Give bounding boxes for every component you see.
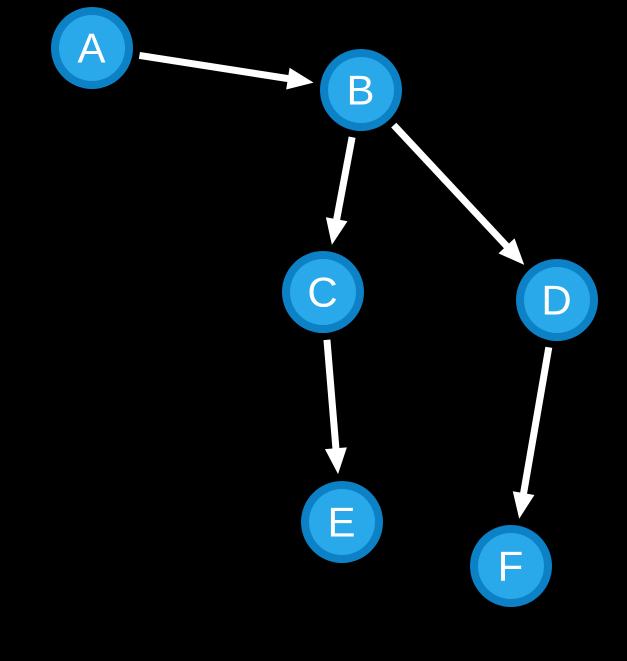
node-E[interactable]: E: [301, 481, 383, 563]
node-C[interactable]: C: [282, 251, 364, 333]
arrowhead-icon: [512, 491, 535, 519]
edge-line: [138, 51, 291, 83]
edge-A-B: [138, 51, 314, 90]
arrowhead-icon: [325, 217, 348, 245]
node-inner-circle: [524, 267, 590, 333]
arrowhead-icon: [324, 447, 347, 475]
node-label: B: [346, 67, 375, 114]
arrowhead-icon: [286, 67, 314, 90]
node-inner-circle: [328, 57, 394, 123]
node-inner-circle: [309, 489, 375, 555]
edge-line: [519, 346, 553, 496]
edge-D-F: [512, 346, 553, 519]
node-label: E: [327, 499, 356, 546]
edge-B-C: [325, 136, 356, 245]
node-label: A: [77, 25, 106, 72]
edge-line: [323, 339, 340, 451]
node-A[interactable]: A: [51, 7, 133, 89]
edge-B-D: [391, 122, 525, 265]
node-D[interactable]: D: [516, 259, 598, 341]
arrowhead-icon: [498, 238, 525, 265]
node-F[interactable]: F: [470, 525, 552, 607]
edge-line: [332, 136, 356, 222]
node-inner-circle: [290, 259, 356, 325]
node-B[interactable]: B: [320, 49, 402, 131]
edge-line: [391, 122, 511, 250]
node-inner-circle: [478, 533, 544, 599]
node-label: F: [498, 543, 525, 590]
node-label: C: [307, 269, 338, 316]
edge-C-E: [323, 339, 347, 475]
node-inner-circle: [59, 15, 125, 81]
node-label: D: [541, 277, 572, 324]
